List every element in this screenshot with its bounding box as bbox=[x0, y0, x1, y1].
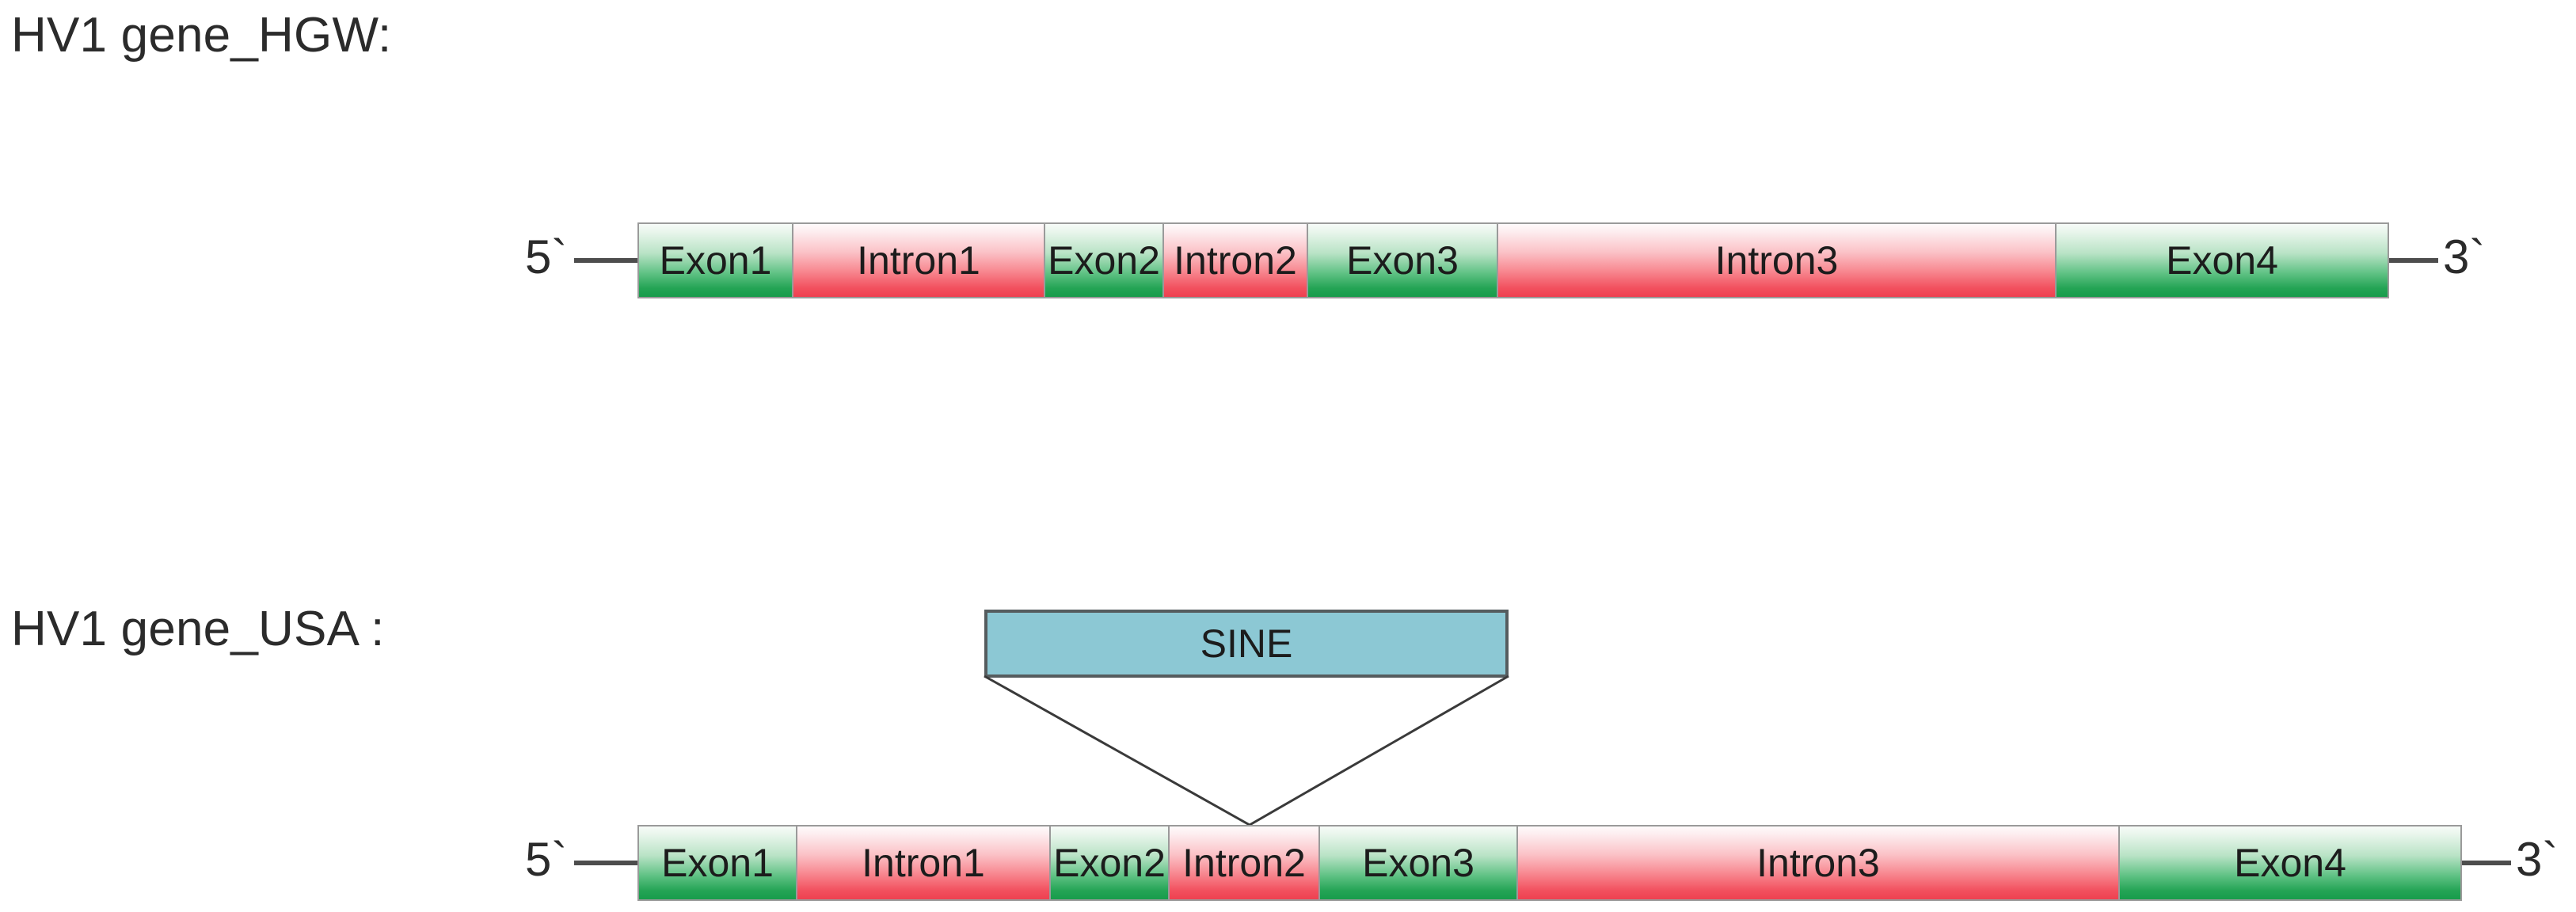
gene-segment-label: Exon3 bbox=[1362, 841, 1474, 885]
gene-segment-intron3[interactable]: Intron3 bbox=[1518, 826, 2120, 899]
gene-segment-label: Intron1 bbox=[857, 238, 980, 283]
gene-segment-intron1[interactable]: Intron1 bbox=[793, 224, 1045, 297]
sine-connector-polyline bbox=[984, 674, 1509, 826]
three-prime-label-hgw: 3` bbox=[2443, 230, 2486, 283]
five-prime-tick-hgw bbox=[574, 258, 637, 263]
gene-segment-label: Intron3 bbox=[1714, 238, 1839, 283]
gene-segment-label: Intron2 bbox=[1174, 238, 1297, 283]
gene-segment-exon4[interactable]: Exon4 bbox=[2120, 826, 2460, 899]
gene-segment-intron2[interactable]: Intron2 bbox=[1164, 224, 1308, 297]
gene-segment-exon1[interactable]: Exon1 bbox=[639, 224, 793, 297]
gene-segment-label: Intron2 bbox=[1182, 841, 1306, 885]
gene-segment-label: Intron1 bbox=[862, 841, 985, 885]
gene-segment-exon2[interactable]: Exon2 bbox=[1051, 826, 1170, 899]
five-prime-label-usa: 5` bbox=[525, 833, 568, 886]
gene-segment-exon3[interactable]: Exon3 bbox=[1308, 224, 1498, 297]
gene-row-title-hgw: HV1 gene_HGW: bbox=[11, 8, 392, 63]
sine-label: SINE bbox=[1200, 621, 1293, 666]
gene-segment-exon4[interactable]: Exon4 bbox=[2057, 224, 2388, 297]
gene-segment-exon3[interactable]: Exon3 bbox=[1320, 826, 1518, 899]
gene-segment-intron3[interactable]: Intron3 bbox=[1498, 224, 2057, 297]
gene-segment-intron1[interactable]: Intron1 bbox=[797, 826, 1051, 899]
gene-segment-label: Exon2 bbox=[1053, 841, 1166, 885]
sine-box[interactable]: SINE bbox=[984, 610, 1509, 678]
gene-segment-label: Exon4 bbox=[2166, 238, 2278, 283]
five-prime-label-hgw: 5` bbox=[525, 230, 568, 283]
three-prime-label-usa: 3` bbox=[2516, 833, 2559, 886]
gene-segment-label: Exon3 bbox=[1346, 238, 1459, 283]
gene-segment-label: Exon4 bbox=[2234, 841, 2346, 885]
gene-row-title-usa: HV1 gene_USA : bbox=[11, 602, 385, 656]
gene-segment-intron2[interactable]: Intron2 bbox=[1170, 826, 1320, 899]
gene-bar-usa: Exon1 Intron1 Exon2 Intron2 Exon3 Intron3 Exon… bbox=[637, 825, 2462, 901]
gene-segment-exon1[interactable]: Exon1 bbox=[639, 826, 797, 899]
gene-segment-label: Exon1 bbox=[659, 238, 772, 283]
gene-bar-hgw: Exon1 Intron1 Exon2 Intron2 Exon3 Intron3 Exon… bbox=[637, 222, 2389, 298]
five-prime-tick-usa bbox=[574, 861, 637, 865]
gene-segment-label: Exon2 bbox=[1048, 238, 1160, 283]
sine-connector-lines bbox=[984, 674, 1509, 826]
gene-segment-exon2[interactable]: Exon2 bbox=[1045, 224, 1164, 297]
three-prime-tick-hgw bbox=[2389, 258, 2438, 263]
three-prime-tick-usa bbox=[2462, 861, 2511, 865]
gene-segment-label: Exon1 bbox=[661, 841, 774, 885]
gene-segment-label: Intron3 bbox=[1756, 841, 1880, 885]
